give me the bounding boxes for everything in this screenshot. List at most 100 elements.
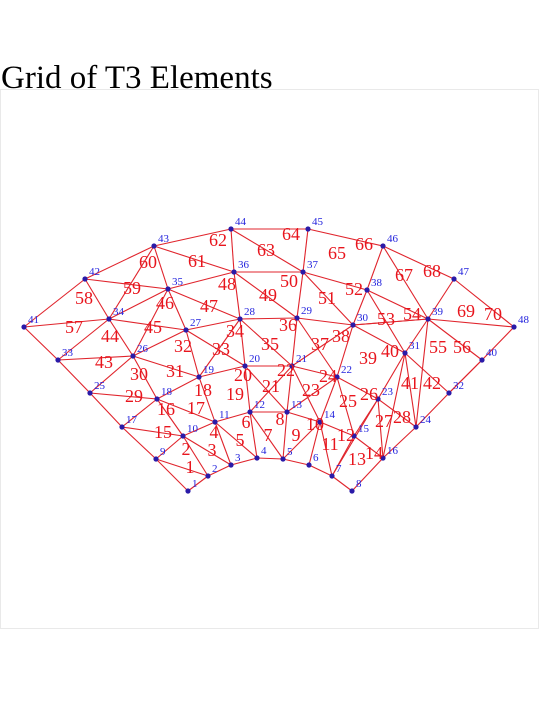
node-label: 35 — [172, 276, 184, 288]
mesh-edge — [239, 317, 298, 320]
mesh-node — [82, 276, 88, 282]
mesh-edge — [282, 458, 310, 466]
mesh-edge — [187, 475, 209, 492]
mesh-node — [380, 455, 386, 461]
mesh-node — [289, 363, 295, 369]
page-title: Grid of T3 Elements — [1, 60, 273, 96]
node-label: 32 — [453, 380, 464, 392]
mesh-node — [446, 390, 452, 396]
mesh-edge — [89, 355, 134, 394]
mesh-edge — [286, 376, 338, 413]
node-label: 46 — [387, 233, 399, 245]
mesh-node — [511, 324, 517, 330]
mesh-edge — [214, 421, 232, 466]
mesh-edge — [336, 324, 354, 378]
element-label: 69 — [457, 301, 475, 321]
mesh-node — [106, 316, 112, 322]
element-label: 62 — [209, 230, 227, 250]
mesh-node — [228, 226, 234, 232]
mesh-edge — [108, 318, 134, 357]
mesh-edge — [57, 318, 110, 361]
element-label: 47 — [200, 296, 218, 316]
node-label: 37 — [307, 259, 319, 271]
mesh-edge — [156, 398, 216, 423]
mesh-edge — [167, 288, 187, 331]
mesh-edge — [336, 376, 379, 400]
element-label: 38 — [332, 326, 350, 346]
element-label: 36 — [279, 315, 297, 335]
mesh-node — [380, 243, 386, 249]
mesh-edge — [155, 458, 209, 477]
mesh-edge — [453, 278, 515, 328]
mesh-edge — [286, 365, 293, 413]
element-label: 13 — [348, 449, 366, 469]
mesh-node — [294, 315, 300, 321]
node-label: 41 — [28, 314, 39, 326]
mesh-node — [306, 462, 312, 468]
mesh-edge — [239, 318, 293, 367]
mesh-edge — [319, 376, 338, 423]
element-label: 56 — [453, 337, 471, 357]
element-label: 59 — [123, 278, 141, 298]
mesh-edge — [377, 398, 417, 428]
mesh-edge — [156, 376, 200, 400]
mesh-edge — [256, 457, 284, 460]
element-label: 25 — [339, 391, 357, 411]
plot-frame — [0, 89, 539, 629]
mesh-edge — [84, 278, 110, 320]
mesh-edge — [308, 464, 333, 477]
mesh-edge — [481, 326, 515, 361]
mesh-edge — [108, 288, 169, 320]
element-label: 48 — [218, 274, 236, 294]
mesh-edge — [302, 228, 309, 273]
node-label: 20 — [249, 353, 261, 365]
mesh-node — [375, 396, 381, 402]
element-label: 49 — [259, 285, 277, 305]
mesh-node — [21, 324, 27, 330]
node-label: 39 — [432, 306, 444, 318]
element-label: 28 — [393, 407, 411, 427]
mesh-edge — [198, 376, 216, 423]
node-label: 17 — [126, 414, 138, 426]
node-label: 8 — [356, 478, 362, 490]
node-label: 40 — [486, 347, 498, 359]
mesh-node — [228, 462, 234, 468]
mesh-edge — [427, 278, 455, 320]
mesh-edge — [167, 288, 241, 320]
mesh-edge — [108, 318, 187, 331]
node-label: 4 — [261, 445, 267, 457]
mesh-node — [254, 455, 260, 461]
mesh-edge — [291, 365, 338, 378]
mesh-node — [479, 357, 485, 363]
mesh-edge — [57, 355, 134, 361]
element-label: 20 — [234, 365, 252, 385]
element-label: 31 — [166, 361, 184, 381]
mesh-node — [284, 409, 290, 415]
mesh-edge — [244, 365, 288, 413]
mesh-node — [413, 424, 419, 430]
mesh-edges — [23, 228, 515, 492]
element-label: 18 — [194, 380, 212, 400]
element-label: 21 — [262, 376, 280, 396]
node-label: 36 — [238, 259, 250, 271]
mesh-node — [242, 363, 248, 369]
node-label: 34 — [113, 306, 125, 318]
element-label: 70 — [484, 304, 502, 324]
node-label: 13 — [291, 399, 303, 411]
mesh-edge — [214, 421, 258, 459]
mesh-edge — [182, 435, 232, 466]
mesh-node — [247, 409, 253, 415]
element-label: 43 — [95, 352, 113, 372]
mesh-edge — [239, 318, 246, 367]
mesh-edge — [307, 228, 384, 247]
mesh-edge — [153, 245, 169, 290]
mesh-edge — [352, 324, 406, 354]
node-label: 9 — [160, 446, 166, 458]
element-label: 55 — [429, 337, 447, 357]
mesh-edge — [352, 318, 429, 326]
element-label: 58 — [75, 288, 93, 308]
mesh-node — [305, 226, 311, 232]
element-label: 40 — [381, 341, 399, 361]
mesh-edge — [291, 324, 354, 367]
